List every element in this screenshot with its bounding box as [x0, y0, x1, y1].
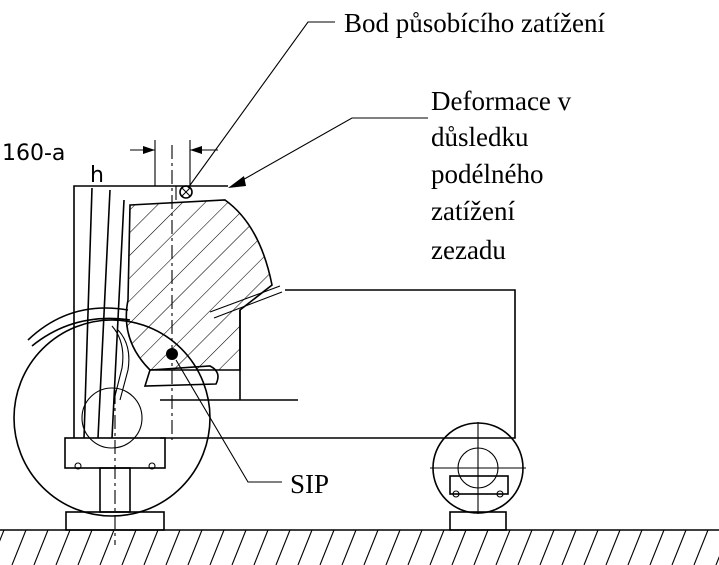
ground-hatch-line	[187, 529, 203, 565]
ground-hatch-line	[539, 529, 555, 565]
ground-hatching	[0, 529, 719, 565]
ground-hatch-line	[363, 529, 379, 565]
ground-hatch-line	[33, 529, 49, 565]
front-wheel	[430, 422, 526, 514]
ground-hatch-line	[385, 529, 401, 565]
deformation-label-line-3: podélného	[431, 159, 543, 189]
ground-hatch-line	[297, 529, 313, 565]
ground-hatch-line	[693, 529, 709, 565]
dimension-160-a: 160-a h	[2, 140, 218, 188]
ground-hatch-line	[649, 529, 665, 565]
deformation-label-line-4: zatížení	[431, 196, 515, 226]
ground-hatch-line	[429, 529, 445, 565]
deformed-seat	[111, 199, 273, 401]
ground-hatch-line	[0, 529, 5, 542]
leader-lines	[175, 21, 428, 483]
rear-support	[64, 437, 166, 531]
deformation-label-line-1: Deformace v	[431, 86, 572, 116]
front-support	[449, 511, 507, 531]
ground-hatch-line	[407, 529, 423, 565]
ground-hatch-line	[55, 529, 71, 565]
ground-hatch-line	[495, 529, 511, 565]
ground-hatch-line	[715, 556, 719, 565]
ground-hatch-line	[583, 529, 599, 565]
deformation-label-line-5: zezadu	[431, 235, 506, 265]
ground-hatch-line	[231, 529, 247, 565]
sip-label: SIP	[290, 469, 329, 499]
load-point-label: Bod působícího zatížení	[344, 8, 605, 38]
ground-hatch-line	[77, 529, 93, 565]
ground-hatch-line	[121, 529, 137, 565]
ground-hatch-line	[209, 529, 225, 565]
ground-hatch-line	[99, 529, 115, 565]
ground-hatch-line	[341, 529, 357, 565]
dimension-subscript-label: h	[90, 163, 104, 188]
ground-hatch-line	[165, 529, 181, 565]
ground-hatch-line	[561, 529, 577, 565]
ground-hatch-line	[253, 529, 269, 565]
deformation-label-line-2: důsledku	[431, 122, 529, 152]
ground-hatch-line	[143, 529, 159, 565]
ground-hatch-line	[11, 529, 27, 565]
ground	[0, 529, 719, 565]
ground-hatch-line	[275, 529, 291, 565]
dimension-main-label: 160-a	[2, 141, 65, 166]
ground-hatch-line	[605, 529, 621, 565]
sip-point	[166, 348, 178, 360]
ground-hatch-line	[627, 529, 643, 565]
ground-hatch-line	[671, 529, 687, 565]
ground-hatch-line	[473, 529, 489, 565]
ground-hatch-line	[451, 529, 467, 565]
ground-hatch-line	[319, 529, 335, 565]
ground-hatch-line	[517, 529, 533, 565]
